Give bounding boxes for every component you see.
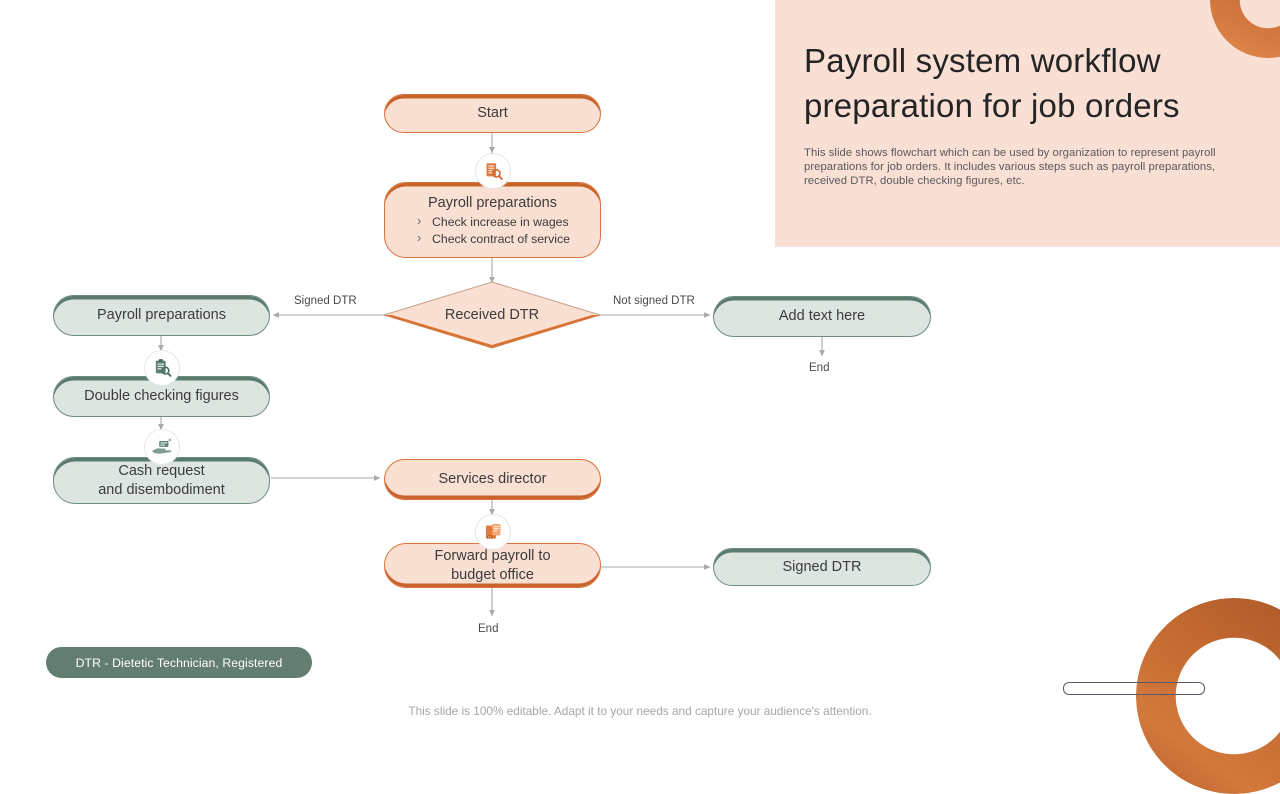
- node-signed-dtr[interactable]: Signed DTR: [713, 548, 931, 586]
- edge-label-signed-dtr: Signed DTR: [294, 295, 357, 307]
- node-services-director-label: Services director: [438, 471, 547, 487]
- end-label-right: End: [809, 362, 830, 374]
- node-payroll-preparations-left[interactable]: Payroll preparations: [53, 295, 270, 336]
- document-transfer-icon: [475, 514, 511, 550]
- node-start[interactable]: Start: [384, 94, 601, 133]
- node-payroll-preparations-main[interactable]: Payroll preparations Check increase in w…: [384, 182, 601, 258]
- bullet-item: Check contract of service: [415, 230, 570, 248]
- flowchart-connectors: [158, 133, 825, 617]
- node-add-text-here-label: Add text here: [778, 308, 866, 324]
- node-forward-payroll-line-1: Forward payroll to: [434, 547, 551, 564]
- node-start-label: Start: [477, 105, 508, 121]
- edge-label-not-signed-dtr: Not signed DTR: [613, 295, 695, 307]
- legend-badge-text: DTR - Dietetic Technician, Registered: [75, 655, 283, 670]
- flowchart-canvas: Start Payroll preparations Check increas…: [0, 0, 1280, 720]
- node-services-director[interactable]: Services director: [384, 459, 601, 500]
- node-add-text-here[interactable]: Add text here: [713, 296, 931, 337]
- node-payroll-preparations-bullets: Check increase in wages Check contract o…: [415, 213, 570, 248]
- node-cash-request-line-1: Cash request: [118, 462, 205, 479]
- hand-cash-icon: [144, 429, 180, 465]
- decorative-pill-line: [1063, 682, 1205, 695]
- node-decision-received-dtr[interactable]: Received DTR: [383, 281, 601, 349]
- info-panel: Payroll system workflow preparation for …: [775, 0, 1280, 247]
- footer-note: This slide is 100% editable. Adapt it to…: [408, 704, 872, 718]
- legend-badge: DTR - Dietetic Technician, Registered: [46, 647, 312, 678]
- node-forward-payroll[interactable]: Forward payroll to budget office: [384, 543, 601, 588]
- clipboard-search-icon: [144, 350, 180, 386]
- invoice-search-icon: [475, 153, 511, 189]
- node-forward-payroll-line-2: budget office: [451, 566, 534, 583]
- node-decision-label: Received DTR: [444, 307, 540, 323]
- node-cash-request-line-2: and disembodiment: [98, 481, 225, 498]
- node-payroll-preparations-heading: Payroll preparations: [428, 195, 557, 211]
- page-title: Payroll system workflow preparation for …: [804, 42, 1180, 124]
- node-double-checking-figures-label: Double checking figures: [84, 388, 239, 404]
- page-description: This slide shows flowchart which can be …: [804, 147, 1216, 188]
- node-signed-dtr-label: Signed DTR: [782, 558, 862, 575]
- bullet-item: Check increase in wages: [415, 213, 570, 231]
- end-label-bottom: End: [478, 623, 499, 635]
- node-payroll-preparations-left-label: Payroll preparations: [97, 307, 226, 323]
